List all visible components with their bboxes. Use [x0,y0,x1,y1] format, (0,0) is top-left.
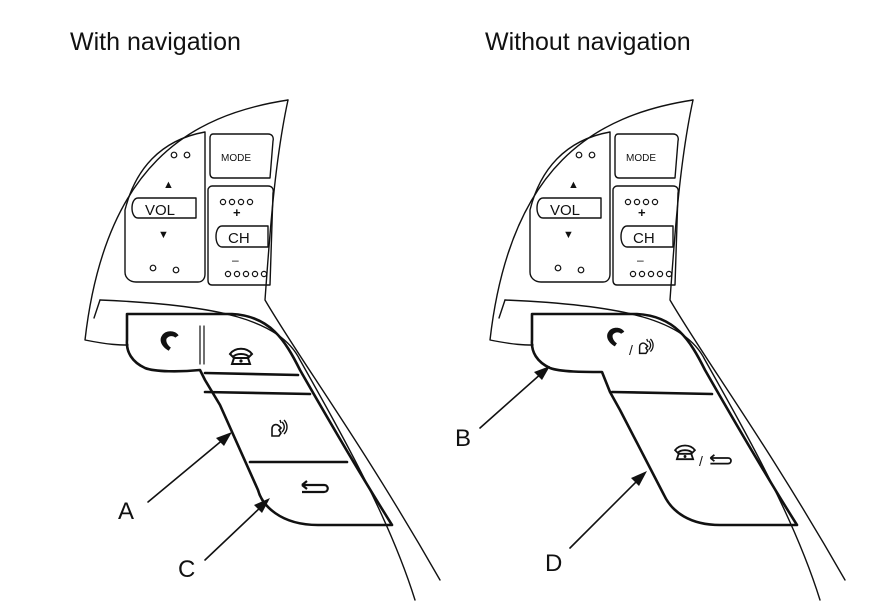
ch-minus-left[interactable]: – [232,253,239,267]
callout-label-d: D [545,550,563,577]
talk-voice-icon-right[interactable] [638,338,654,355]
phone-pickup-icon-right[interactable] [607,327,625,347]
vol-up-arrow-right[interactable]: ▲ [568,179,579,191]
left-steering-spoke [84,99,441,601]
phone-hangup-icon[interactable] [229,347,253,365]
back-arrow-icon-right[interactable] [709,453,732,465]
phone-button-cluster-right: / / [530,312,799,527]
phone-pickup-icon[interactable] [160,331,179,351]
ch-minus-right[interactable]: – [637,253,644,267]
vol-pad-left: ▲ ▼ VOL [124,131,206,283]
phone-hangup-icon-right[interactable] [674,444,696,461]
vol-label-left: VOL [145,202,175,219]
mode-label-left: MODE [221,153,251,164]
callout-arrow-c [204,498,270,561]
vol-down-arrow-right[interactable]: ▼ [563,229,574,241]
slash-right-top: / [629,342,633,358]
callout-arrow-d [569,471,647,549]
title-with-navigation: With navigation [70,28,241,56]
ch-label-left: CH [228,230,250,247]
vol-down-arrow[interactable]: ▼ [158,229,169,241]
mode-button-right[interactable]: MODE [614,133,679,179]
mode-label-right: MODE [626,153,656,164]
talk-voice-icon[interactable] [271,419,288,437]
callout-arrow-a [147,432,232,503]
callout-label-c: C [178,556,196,583]
ch-plus-left[interactable]: + [233,205,241,220]
callout-label-b: B [455,425,472,452]
title-without-navigation: Without navigation [485,28,691,56]
slash-right-bottom: / [699,453,703,469]
back-arrow-icon[interactable] [300,479,329,494]
callout-label-a: A [118,498,135,525]
right-steering-spoke [489,99,846,601]
ch-plus-right[interactable]: + [638,205,646,220]
vol-up-arrow[interactable]: ▲ [163,179,174,191]
vol-pad-right: ▲ ▼ VOL [529,131,611,283]
ch-label-right: CH [633,230,655,247]
phone-button-cluster-left [125,312,394,527]
vol-label-right: VOL [550,202,580,219]
ch-pad-right: + CH – [612,185,679,286]
mode-button-left[interactable]: MODE [209,133,274,179]
ch-pad-left: + CH – [207,185,274,286]
callout-arrow-b [479,366,550,429]
